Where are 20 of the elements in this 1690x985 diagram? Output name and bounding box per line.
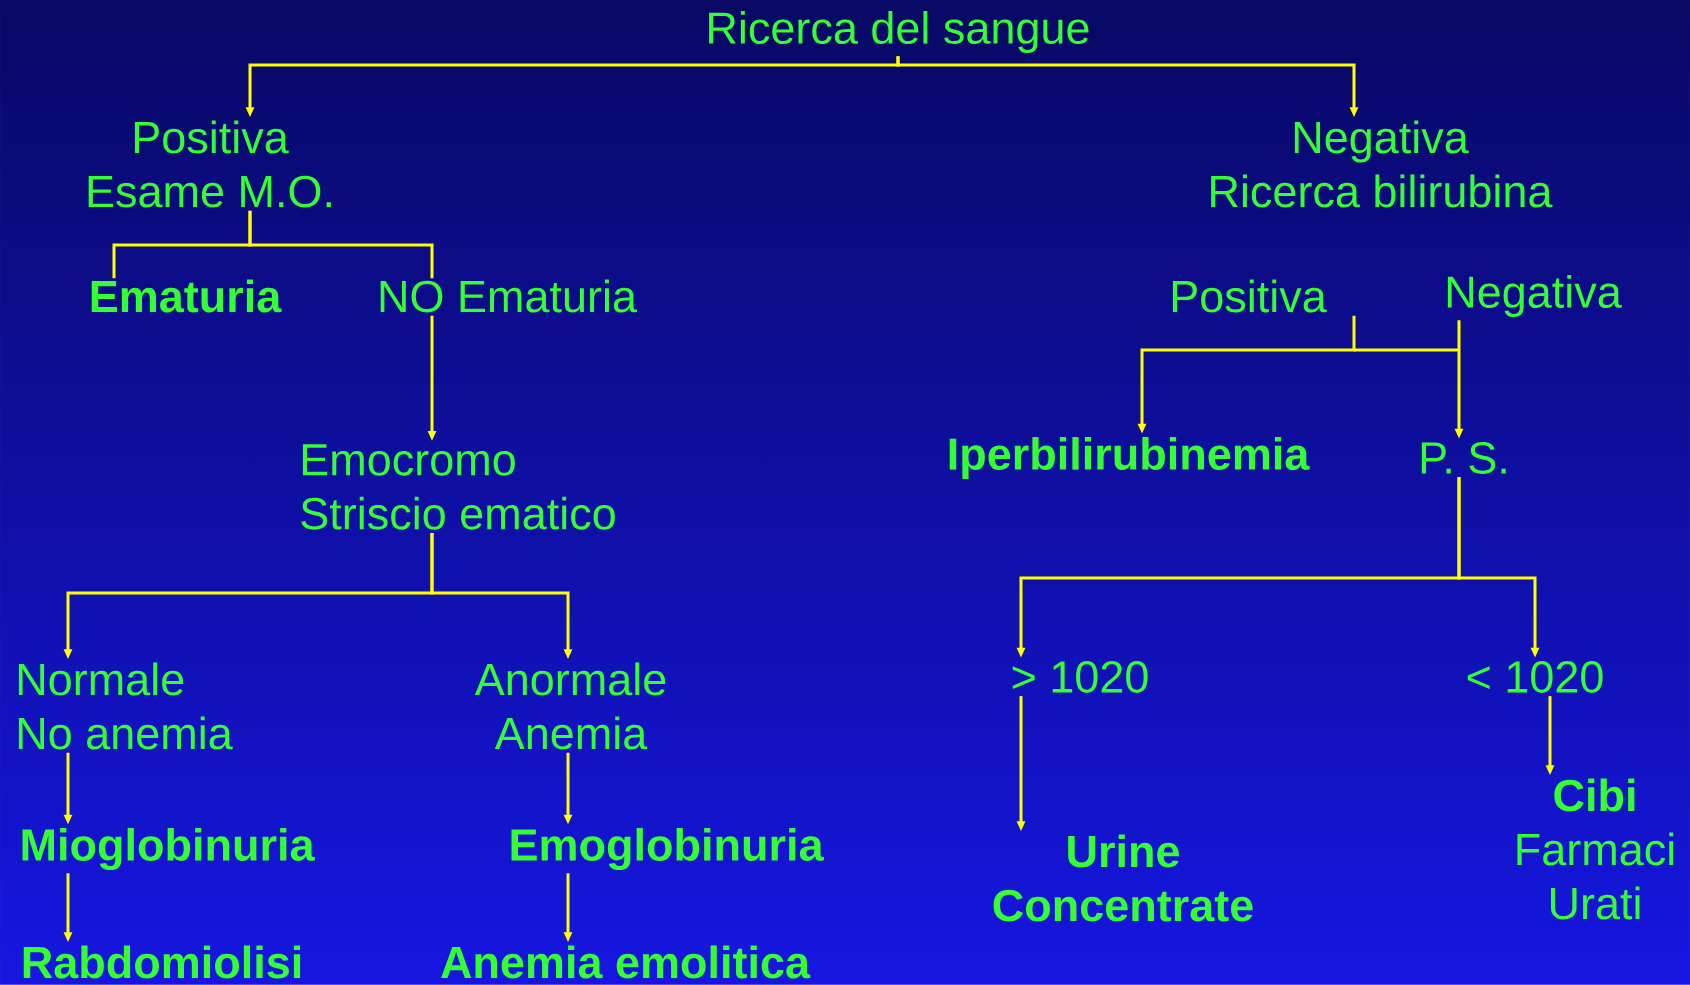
node-label: Positiva Esame M.O. xyxy=(88,120,331,208)
node-label: P. S. xyxy=(1421,442,1506,474)
bold-label: Rabdomiolisi xyxy=(23,945,301,979)
node-label: Anormale Anemia xyxy=(474,662,666,750)
node-label: Negativa Ricerca bilirubina xyxy=(1211,120,1553,208)
node-label: Negativa xyxy=(1447,275,1622,317)
node-label: NO Ematuria xyxy=(380,279,637,313)
bold-label: Mioglobinuria xyxy=(22,827,315,871)
node-label: Positiva xyxy=(1172,279,1327,313)
bold-label: Cibi Farmaci Urati xyxy=(1517,778,1674,920)
node-label: < 1020 xyxy=(1467,661,1603,693)
bold-label: Iperbilirubinemia xyxy=(949,437,1310,479)
node-label: Ricerca del sangue xyxy=(709,11,1089,53)
bold-label: Ematuria xyxy=(91,279,282,313)
bold-label: Anemia emolitica xyxy=(441,945,811,979)
bold-label: Emoglobinuria xyxy=(511,827,824,871)
node-label: Emocromo Striscio ematico xyxy=(301,444,615,530)
bold-label: Urine Concentrate xyxy=(993,834,1253,922)
node-label: Normale No anemia xyxy=(18,662,233,750)
node-label: > 1020 xyxy=(1012,661,1148,693)
